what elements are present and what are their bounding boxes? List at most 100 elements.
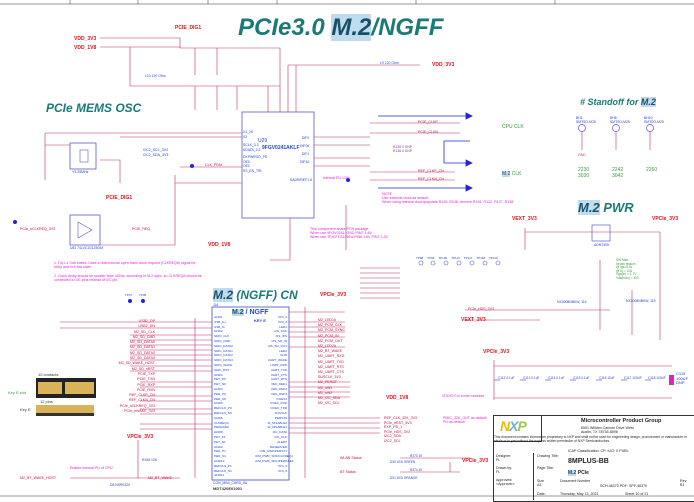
m2-clk-suffix: CLK	[510, 171, 522, 177]
part: SMTSO-M25	[610, 120, 630, 124]
pins-label: 12 pins	[40, 399, 53, 404]
label-item: M2_UART_CTS	[318, 370, 344, 375]
label-item: SUSCLK_3V3	[318, 375, 341, 380]
s: PCIe	[576, 470, 589, 476]
v: CP:	[600, 449, 607, 453]
inductor-l9: L9 120 Ohm	[380, 61, 399, 65]
cap-c115: C115 0.1uF	[573, 376, 590, 380]
cap-c116: C116 10uF	[599, 376, 615, 380]
part: SMTSO-M25	[644, 120, 664, 124]
label-item: I2C_DATA	[272, 430, 287, 435]
label-item: PER_P1	[214, 449, 226, 454]
u29-chip-outline	[241, 111, 315, 219]
m2-clk-hl: M.2	[502, 171, 511, 177]
connector-key: KEY E	[254, 318, 266, 323]
crystal-label: Y3	[72, 170, 77, 174]
label-item: PCIE_TXN	[137, 377, 155, 382]
l: Rev	[680, 479, 687, 483]
label-item: W_DISABLE1	[267, 425, 287, 430]
label-item: COEX_TXD	[270, 406, 287, 411]
test-point: TP99	[427, 256, 435, 260]
led-green: D30 LED GREEN	[390, 460, 415, 464]
net-vdd-3v3: VDD_3V3	[74, 36, 97, 42]
label-item: UART_CTS	[270, 372, 287, 377]
net-pcie-dig1-2: PCIE_DIG1	[106, 195, 133, 201]
label-item: UART_WAKE	[267, 358, 287, 363]
label-item: PER_N0	[214, 396, 227, 401]
drawn-by: Drawn by:FL	[496, 466, 512, 474]
net-bt-status: BT Status	[340, 470, 356, 474]
color: LED ORANGE	[396, 476, 418, 480]
test-point: TP117	[463, 256, 473, 260]
m2-clk-label: M.2 CLK	[502, 171, 521, 177]
label-item: PCIe_nRST_3V3	[384, 420, 412, 425]
label-item: PCIE_RXN	[137, 387, 155, 392]
doc-number: SCH-46370 PDF: SPF-46370	[600, 484, 648, 488]
label-item: SDIO_WAKE	[214, 362, 233, 367]
net-vext-3v3-2: VEXT_3V3	[461, 317, 486, 323]
page-title-label: Page Title:	[537, 466, 554, 470]
label-item: GND	[280, 353, 287, 358]
label-item: SDIO_RST	[214, 367, 230, 372]
label-item: GND2	[214, 329, 223, 334]
net-vdd-1v8-2: VDD_1V8	[208, 242, 231, 248]
label-item: 3V3_3	[278, 463, 287, 468]
gnd-label: GND	[578, 153, 586, 157]
label-item: M2_UART_RTS	[318, 364, 344, 369]
label-item: SDIO_DATA0	[214, 343, 233, 348]
cap-c118: C118 100UF	[648, 376, 666, 380]
net-vpcie-3v3-5: VPCIe_3V3	[462, 458, 489, 464]
label-item: GND10	[214, 458, 225, 463]
tp38: TP38	[139, 293, 147, 297]
note-title: NOTE	[382, 192, 392, 196]
v: <Approver>	[496, 482, 515, 486]
label-item: SDIO_DATA3	[214, 358, 233, 363]
label-item: M2_LED2#	[318, 344, 336, 349]
cap-c113: C113 0.1uF	[523, 376, 540, 380]
cn-highlight: M.2	[213, 288, 234, 302]
pin: OE1	[243, 164, 250, 168]
cap-c112: C112 0.1uF	[498, 376, 515, 380]
label-item: ALERT	[277, 439, 287, 444]
label-item: SDIO_CMD	[214, 338, 231, 343]
label-item: USB2_DP	[138, 319, 155, 323]
ref: BH1	[576, 116, 583, 120]
label-item: UIM_PWR_SNK/CLKREQ1	[255, 454, 293, 459]
pin: DIF1	[301, 152, 310, 156]
label-item: PER_P0	[214, 391, 226, 396]
pin: X2	[243, 134, 248, 139]
connector-part: CON_MINI_CARD_8A	[213, 481, 248, 485]
title-suffix: /NGFF	[371, 14, 444, 41]
label-item: I2S_SD_OUT	[268, 343, 287, 348]
dnp-cap	[669, 375, 674, 385]
designer-col	[493, 453, 534, 500]
net-vpcie-3v3-3: VPCIe_3V3	[320, 292, 347, 298]
page-title: PCIe3.0 M.2/NGFF	[238, 14, 443, 42]
v: FL	[496, 458, 501, 462]
label-item: REF_CLK_32K_3V3	[384, 416, 417, 420]
internal-pu: Internal PU 120k	[323, 176, 350, 180]
pin: OE0	[243, 159, 250, 164]
l: PU as default	[443, 420, 465, 424]
label-item: M2_nW2	[318, 390, 333, 395]
pkg-note-2: When use 9FGV0241: GND PIN7 1.8V	[310, 231, 372, 235]
key-e-label: Key E	[20, 407, 31, 412]
v: IUO:	[607, 449, 615, 453]
label-item: SDIO_DATA2	[214, 353, 233, 358]
date: Thursday, May 13, 2021	[560, 492, 599, 496]
pwr-suffix: PWR	[599, 200, 634, 215]
ref: BH8	[610, 116, 617, 120]
net-clkreq: PCIe_nCLKREQ_3V3	[20, 227, 56, 231]
part: SMTSO-M25	[576, 120, 596, 124]
label-item: LED1	[279, 324, 287, 329]
test-point: TP116	[451, 256, 460, 260]
